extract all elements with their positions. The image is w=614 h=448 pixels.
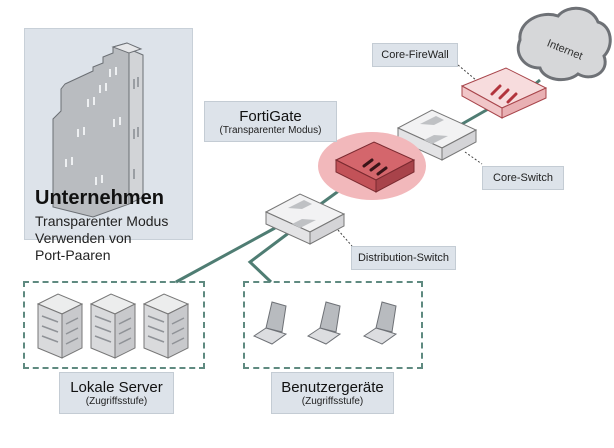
servers-group-box [23,281,205,369]
devices-group-subtitle: (Zugriffsstufe) [301,396,364,407]
core-firewall-label-text: Core-FireWall [381,49,449,61]
core-switch-label-text: Core-Switch [493,172,553,184]
laptop-icon-3 [362,301,398,345]
leader-distswitch [337,229,353,247]
core-switch-label: Core-Switch [482,166,564,190]
server-group [36,293,190,359]
distribution-switch-label-text: Distribution-Switch [357,252,450,264]
switch-icon-distribution [264,193,346,245]
link-distswitch-devices [247,230,291,284]
link-firewall-coreswitch [461,106,491,126]
fortigate-label-subtitle: (Transparenter Modus) [219,124,322,136]
server-tower-icon-2 [89,293,137,359]
company-panel: Unternehmen Transparenter Modus Verwende… [24,28,193,263]
server-tower-icon-1 [36,293,84,359]
company-title: Unternehmen [35,187,164,209]
company-line-2: Verwenden von [35,230,132,246]
cloud-icon [516,6,612,82]
fortigate-label: FortiGate (Transparenter Modus) [204,101,337,142]
distribution-switch-label: Distribution-Switch [351,246,456,270]
laptop-icon-1 [252,301,288,345]
switch-icon-core [396,109,478,161]
company-line-1: Transparenter Modus [35,213,169,229]
laptop-icon-2 [306,301,342,345]
devices-group-title: Benutzergeräte [281,379,384,396]
devices-group-box [243,281,423,369]
office-building-icon [52,42,144,218]
leader-coreswitch [464,151,483,165]
fortigate-label-title: FortiGate [239,107,302,125]
core-firewall-label: Core-FireWall [372,43,458,67]
firewall-appliance-icon [460,67,548,119]
leader-firewall [457,64,477,81]
fortigate-appliance-icon [334,141,416,193]
laptop-group [252,301,398,345]
server-tower-icon-3 [142,293,190,359]
servers-group-subtitle: (Zugriffsstufe) [85,396,148,407]
servers-group-label: Lokale Server (Zugriffsstufe) [59,372,174,414]
devices-group-label: Benutzergeräte (Zugriffsstufe) [271,372,394,414]
company-line-3: Port-Paaren [35,247,111,263]
servers-group-title: Lokale Server [70,379,163,396]
link-distswitch-servers [175,226,276,284]
